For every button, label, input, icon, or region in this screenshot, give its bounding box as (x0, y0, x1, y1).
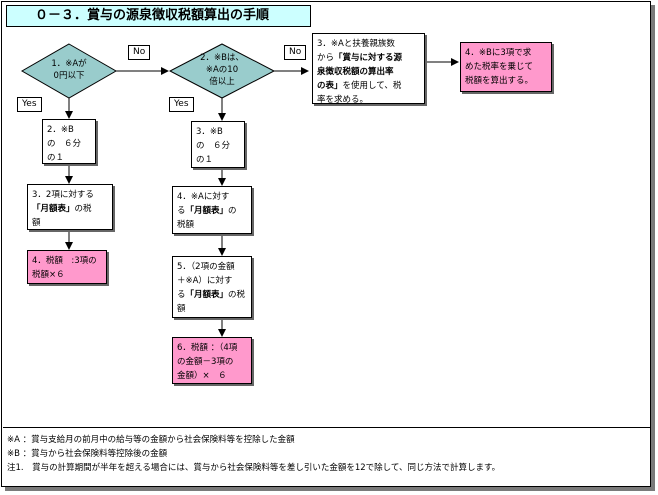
footnote-a: ※A ：賞与支給月の前月中の給与等の金額から社会保険料等を控除した金額 (7, 435, 295, 445)
left-step-4-result-box: 4．税額 :3項の 税額×６ (27, 250, 107, 284)
mid-step-5-post: の税 額 (177, 290, 246, 314)
flowchart-connectors (20, 43, 459, 337)
right-step-3-box: 3．※Aと扶養親族数 から「賞与に対する源 泉徴収税額の算出率 の表」を使用して… (312, 33, 425, 105)
flowchart-frame: ０－３．賞与の源泉徴収税額算出の手順 1．※Aが 0円以下 2．※Bは、 ※Aの… (1, 1, 651, 487)
left-step-2-box: 2．※B の ６分 の１ (42, 119, 96, 164)
left-step-3-post: の税 額 (32, 204, 92, 228)
no-label-1: No (128, 45, 151, 60)
decision-1-text: 1．※Aが 0円以下 (51, 59, 87, 81)
right-step-3-post: を使用して、税 率を求める。 (317, 81, 402, 105)
mid-step-4-post: の 税額 (177, 206, 237, 230)
left-step-3-box: 3．2項に対する 「月額表」の税 額 (27, 184, 113, 230)
right-step-4-result-box: 4．※Bに3項で求 めた税率を乗じて 税額を算出する。 (460, 42, 552, 92)
mid-step-5-bold: 「月額表」 (185, 290, 229, 300)
mid-step-4-bold: 「月額表」 (185, 206, 229, 216)
yes-label-2: Yes (169, 97, 194, 112)
mid-step-4-box: 4．※Aに対す る「月額表」の 税額 (172, 186, 252, 234)
mid-step-3-box: 3．※B の ６分 の１ (191, 121, 245, 168)
footnote-b: ※B ：賞与から社会保険料等控除後の金額 (7, 449, 168, 459)
decision-2-text: 2．※Bは、 ※Aの10 倍以上 (200, 53, 244, 87)
left-step-3-bold: 「月額表」 (32, 204, 75, 214)
left-step-3-pre: 3．2項に対する (32, 190, 94, 200)
footnote-1: 注1. 賞与の計算期間が半年を超える場合には、賞与から社会保険料等を差し引いた金… (7, 463, 501, 473)
right-step-3-bold: 「賞与に対する源 泉徴収税額の算出率 の表」 (317, 53, 403, 91)
no-label-2: No (284, 45, 307, 60)
yes-label-1: Yes (17, 97, 42, 112)
mid-step-5-box: 5．（2項の金額 ＋※A）に対す る「月額表」の税 額 (172, 256, 252, 318)
footnotes: ※A ：賞与支給月の前月中の給与等の金額から社会保険料等を控除した金額 ※B ：… (3, 427, 651, 487)
mid-step-6-result-box: 6．税額 ：（4項 の金額－3項の 金額）× ６ (172, 337, 252, 384)
mid-step-5-pre: 5．（2項の金額 ＋※A）に対す る (177, 262, 235, 300)
page-title: ０－３．賞与の源泉徴収税額算出の手順 (6, 5, 311, 27)
mid-step-4-pre: 4．※Aに対す る (177, 192, 230, 216)
right-step-3-pre: 3．※Aと扶養親族数 から (317, 39, 395, 63)
